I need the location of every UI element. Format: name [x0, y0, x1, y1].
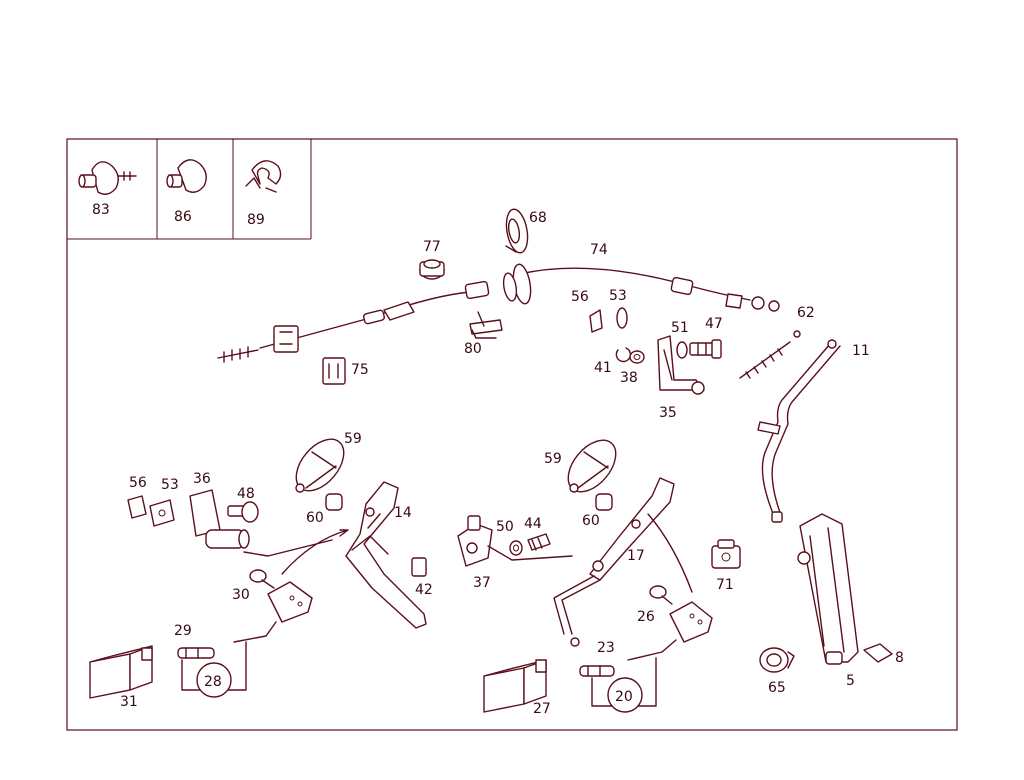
connecting-rod-11[interactable] — [757, 339, 841, 523]
plug-23[interactable] — [579, 665, 615, 677]
sensor-left[interactable] — [233, 581, 313, 643]
label-36: 36 — [193, 471, 211, 487]
part-labels: 83 86 89 68 77 74 56 53 62 11 51 47 80 4… — [92, 202, 904, 717]
bushing-60-right[interactable] — [595, 493, 613, 511]
clip-8[interactable] — [863, 643, 893, 663]
label-44: 44 — [524, 516, 542, 532]
hose-clip-83[interactable] — [78, 161, 137, 195]
label-17: 17 — [627, 548, 645, 564]
washer-50[interactable] — [509, 540, 523, 556]
label-80: 80 — [464, 341, 482, 357]
label-28: 28 — [204, 674, 222, 690]
clip-42[interactable] — [411, 557, 427, 577]
plug-29[interactable] — [177, 647, 215, 659]
sensor-71[interactable] — [711, 539, 741, 569]
diagram-frame — [66, 138, 958, 731]
bolt-44[interactable] — [527, 533, 551, 551]
cable-holder-on-cable — [273, 325, 299, 353]
label-38: 38 — [620, 370, 638, 386]
sensor-37[interactable] — [457, 515, 573, 567]
label-47: 47 — [705, 316, 723, 332]
callout-circle-28 — [196, 662, 232, 698]
bolt-48[interactable] — [227, 501, 259, 523]
circlip-41[interactable] — [615, 347, 632, 363]
clip-75[interactable] — [322, 357, 346, 385]
callout-circle-20 — [607, 677, 643, 713]
label-68: 68 — [529, 210, 547, 226]
label-65: 65 — [768, 680, 786, 696]
clip-56a[interactable] — [589, 309, 603, 333]
label-8: 8 — [895, 650, 904, 666]
label-51: 51 — [671, 320, 689, 336]
accelerator-pedal-5[interactable] — [797, 513, 859, 665]
bracket-35[interactable] — [657, 335, 705, 395]
cable-grommet-68[interactable] — [503, 208, 530, 255]
label-71: 71 — [716, 577, 734, 593]
washer-38[interactable] — [629, 350, 645, 364]
label-26: 26 — [637, 609, 655, 625]
bushing-60-left[interactable] — [325, 493, 343, 511]
pedal-lever-17[interactable] — [553, 477, 675, 647]
label-31: 31 — [120, 694, 138, 710]
label-53a: 53 — [609, 288, 627, 304]
label-11: 11 — [852, 343, 870, 359]
label-89: 89 — [247, 212, 265, 228]
label-14: 14 — [394, 505, 412, 521]
clip-80[interactable] — [469, 311, 503, 339]
label-56b: 56 — [129, 475, 147, 491]
cable-left-to-pedal — [243, 539, 333, 557]
label-60a: 60 — [306, 510, 324, 526]
label-56a: 56 — [571, 289, 589, 305]
label-59b: 59 — [544, 451, 562, 467]
throttle-cable-74[interactable] — [217, 267, 780, 363]
label-74: 74 — [590, 242, 608, 258]
sensor-right[interactable] — [627, 601, 713, 661]
hose-clip-89[interactable] — [245, 160, 282, 193]
label-30: 30 — [232, 587, 250, 603]
label-23: 23 — [597, 640, 615, 656]
label-86: 86 — [174, 209, 192, 225]
cover-59-left[interactable] — [287, 430, 353, 499]
cover-59-right[interactable] — [559, 431, 625, 500]
washer-53a[interactable] — [616, 307, 628, 329]
arrow-to-pedal-left — [281, 529, 349, 575]
cable-grommet-on-cable — [502, 263, 532, 305]
label-27: 27 — [533, 701, 551, 717]
label-37: 37 — [473, 575, 491, 591]
arrow-to-pedal-right — [647, 513, 693, 593]
inset-boxes — [67, 139, 312, 240]
label-48: 48 — [237, 486, 255, 502]
label-5: 5 — [846, 673, 855, 689]
bolt-30[interactable] — [249, 569, 275, 589]
label-41: 41 — [594, 360, 612, 376]
washer-53b[interactable] — [149, 499, 175, 527]
label-20: 20 — [615, 689, 633, 705]
label-50: 50 — [496, 519, 514, 535]
label-62: 62 — [797, 305, 815, 321]
relay-31[interactable] — [89, 645, 153, 699]
pedal-lever-14[interactable] — [345, 481, 427, 629]
label-42: 42 — [415, 582, 433, 598]
label-35: 35 — [659, 405, 677, 421]
bushing-51[interactable] — [676, 341, 688, 359]
hose-clip-86[interactable] — [166, 159, 207, 193]
label-53b: 53 — [161, 477, 179, 493]
clip-56b[interactable] — [127, 495, 147, 519]
label-75: 75 — [351, 362, 369, 378]
stop-65[interactable] — [759, 647, 795, 673]
bolt-26[interactable] — [649, 585, 673, 605]
label-77: 77 — [423, 239, 441, 255]
bushing-77[interactable] — [419, 259, 445, 280]
label-83: 83 — [92, 202, 110, 218]
label-60b: 60 — [582, 513, 600, 529]
label-29: 29 — [174, 623, 192, 639]
label-59a: 59 — [344, 431, 362, 447]
block-36[interactable] — [189, 489, 250, 549]
return-spring-62[interactable] — [739, 330, 801, 379]
bolt-47[interactable] — [689, 339, 722, 359]
relay-27[interactable] — [483, 659, 547, 713]
